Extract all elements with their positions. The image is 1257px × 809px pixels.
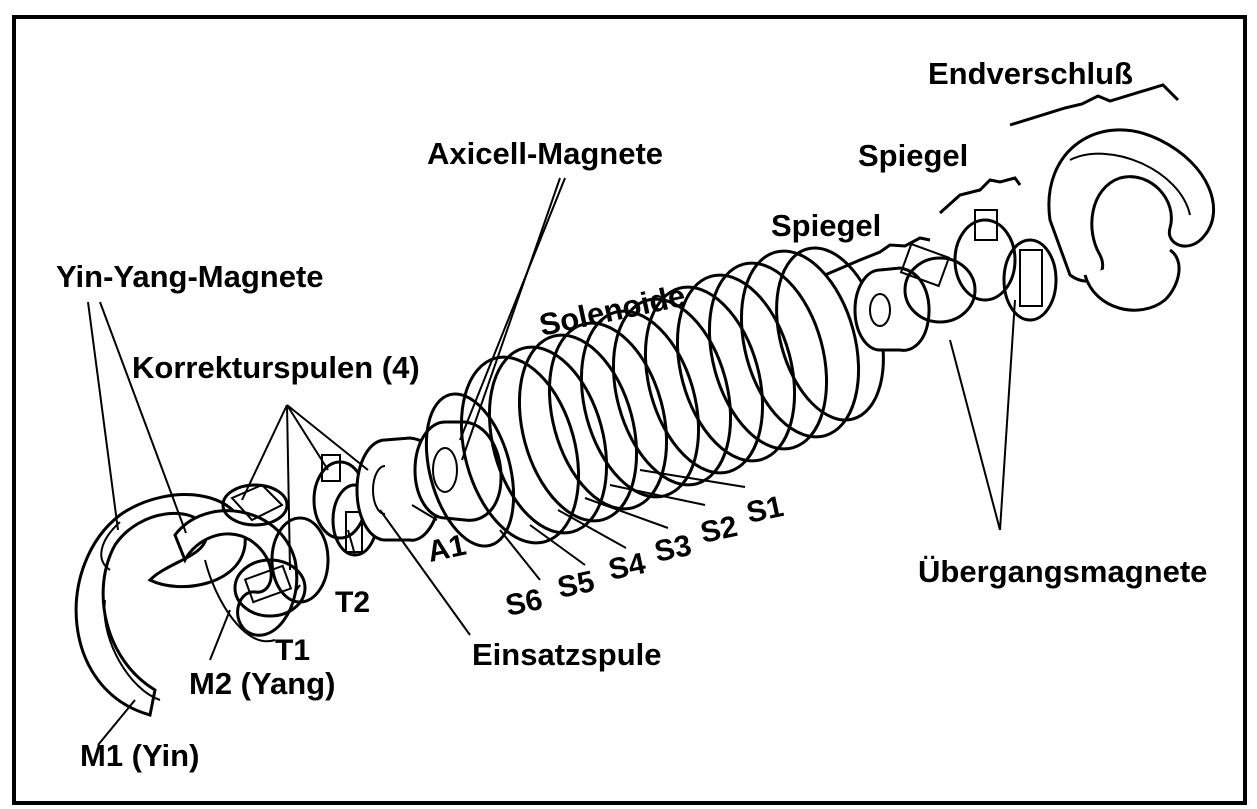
label-spiegel-outer: Spiegel (858, 138, 968, 173)
label-s1: S1 (744, 490, 787, 530)
label-uebergang: Übergangsmagnete (918, 554, 1207, 589)
label-spiegel-inner: Spiegel (771, 208, 881, 243)
label-s5: S5 (555, 565, 598, 605)
label-axicell: Axicell-Magnete (427, 136, 663, 171)
label-einsatz: Einsatzspule (472, 637, 662, 672)
label-t2: T2 (335, 586, 370, 619)
label-endverschluss: Endverschluß (928, 56, 1133, 91)
label-korrektur: Korrekturspulen (4) (132, 350, 420, 385)
label-s4: S4 (606, 547, 649, 587)
braces (825, 85, 1178, 275)
label-s6: S6 (503, 583, 546, 623)
label-m2: M2 (Yang) (189, 666, 335, 701)
end-plug-magnet (1049, 130, 1214, 310)
label-s2: S2 (698, 510, 741, 550)
label-a1: A1 (425, 529, 469, 569)
mirror-magnet-inner (855, 268, 929, 350)
label-m1: M1 (Yin) (80, 738, 199, 773)
label-s3: S3 (652, 529, 695, 569)
label-yin-yang: Yin-Yang-Magnete (56, 259, 324, 294)
label-t1: T1 (275, 634, 310, 667)
